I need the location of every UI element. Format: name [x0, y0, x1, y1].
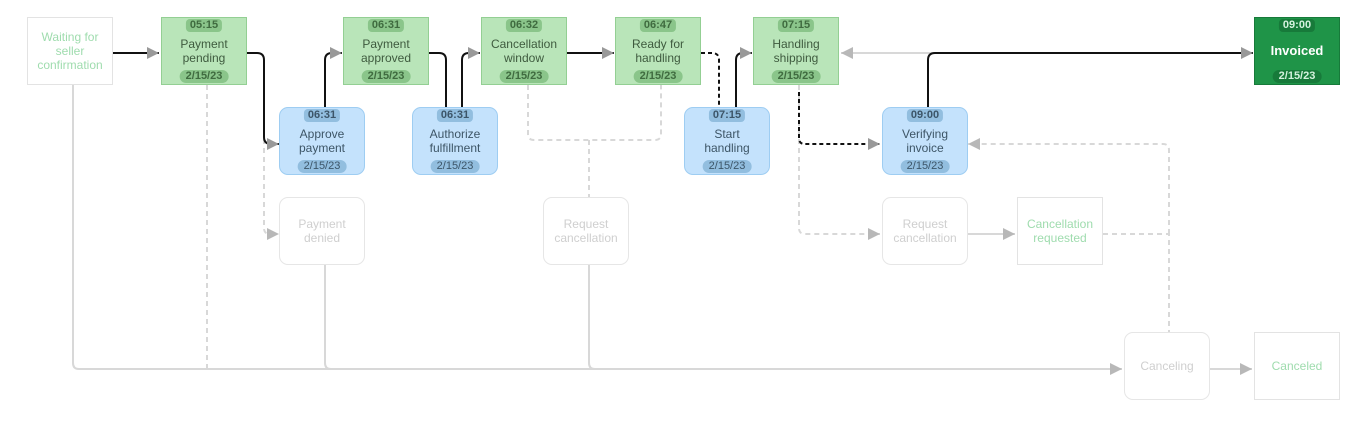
node-label: Ready for handling — [631, 37, 685, 65]
status-handling-shipping[interactable]: 07:15 Handling shipping 2/15/23 — [753, 17, 839, 85]
date-badge: 2/15/23 — [361, 70, 411, 83]
node-label: Invoiced — [1270, 43, 1324, 58]
time-badge: 06:31 — [436, 109, 474, 122]
action-request-cancellation[interactable]: Request cancellation — [543, 197, 629, 265]
node-label: Canceling — [1140, 359, 1194, 373]
node-label: Request cancellation — [554, 217, 618, 245]
action-payment-denied[interactable]: Payment denied — [279, 197, 365, 265]
time-badge: 06:31 — [367, 19, 405, 32]
time-badge: 09:00 — [1278, 19, 1316, 32]
date-badge: 2/15/23 — [771, 70, 821, 83]
node-label: Payment pending — [180, 37, 228, 65]
action-verifying-invoice[interactable]: 09:00 Verifying invoice 2/15/23 — [882, 107, 968, 175]
time-badge: 05:15 — [185, 19, 223, 32]
node-label: Authorize fulfillment — [429, 127, 481, 155]
status-invoiced[interactable]: 09:00 Invoiced 2/15/23 — [1254, 17, 1340, 85]
date-badge: 2/15/23 — [900, 160, 950, 173]
time-badge: 07:15 — [708, 109, 746, 122]
time-badge: 07:15 — [777, 19, 815, 32]
node-label: Canceled — [1271, 359, 1323, 373]
date-badge: 2/15/23 — [430, 160, 480, 173]
status-cancellation-window[interactable]: 06:32 Cancellation window 2/15/23 — [481, 17, 567, 85]
status-payment-approved[interactable]: 06:31 Payment approved 2/15/23 — [343, 17, 429, 85]
node-label: Handling shipping — [772, 37, 820, 65]
date-badge: 2/15/23 — [633, 70, 683, 83]
node-label: Waiting for seller confirmation — [37, 30, 103, 72]
date-badge: 2/15/23 — [1272, 70, 1322, 83]
date-badge: 2/15/23 — [702, 160, 752, 173]
node-label: Start handling — [704, 127, 750, 155]
node-label: Cancellation window — [490, 37, 558, 65]
date-badge: 2/15/23 — [499, 70, 549, 83]
node-label: Payment approved — [360, 37, 412, 65]
node-label: Request cancellation — [893, 217, 957, 245]
time-badge: 06:31 — [303, 109, 341, 122]
date-badge: 2/15/23 — [179, 70, 229, 83]
node-label: Verifying invoice — [901, 127, 949, 155]
inactive-dashed-edges — [206, 85, 1170, 369]
action-canceling[interactable]: Canceling — [1124, 332, 1210, 400]
status-canceled[interactable]: Canceled — [1254, 332, 1340, 400]
time-badge: 06:47 — [639, 19, 677, 32]
status-cancellation-requested[interactable]: Cancellation requested — [1017, 197, 1103, 265]
action-approve-payment[interactable]: 06:31 Approve payment 2/15/23 — [279, 107, 365, 175]
node-label: Cancellation requested — [1026, 217, 1094, 245]
status-waiting-for-seller-confirmation[interactable]: Waiting for seller confirmation — [27, 17, 113, 85]
node-label: Payment denied — [298, 217, 346, 245]
date-badge: 2/15/23 — [297, 160, 347, 173]
active-dashed-edges — [701, 52, 880, 150]
action-authorize-fulfillment[interactable]: 06:31 Authorize fulfillment 2/15/23 — [412, 107, 498, 175]
action-start-handling[interactable]: 07:15 Start handling 2/15/23 — [684, 107, 770, 175]
action-request-cancellation-after-shipping[interactable]: Request cancellation — [882, 197, 968, 265]
status-ready-for-handling[interactable]: 06:47 Ready for handling 2/15/23 — [615, 17, 701, 85]
node-label: Approve payment — [298, 127, 346, 155]
status-payment-pending[interactable]: 05:15 Payment pending 2/15/23 — [161, 17, 247, 85]
active-edges — [113, 47, 1253, 150]
time-badge: 09:00 — [906, 109, 944, 122]
time-badge: 06:32 — [505, 19, 543, 32]
